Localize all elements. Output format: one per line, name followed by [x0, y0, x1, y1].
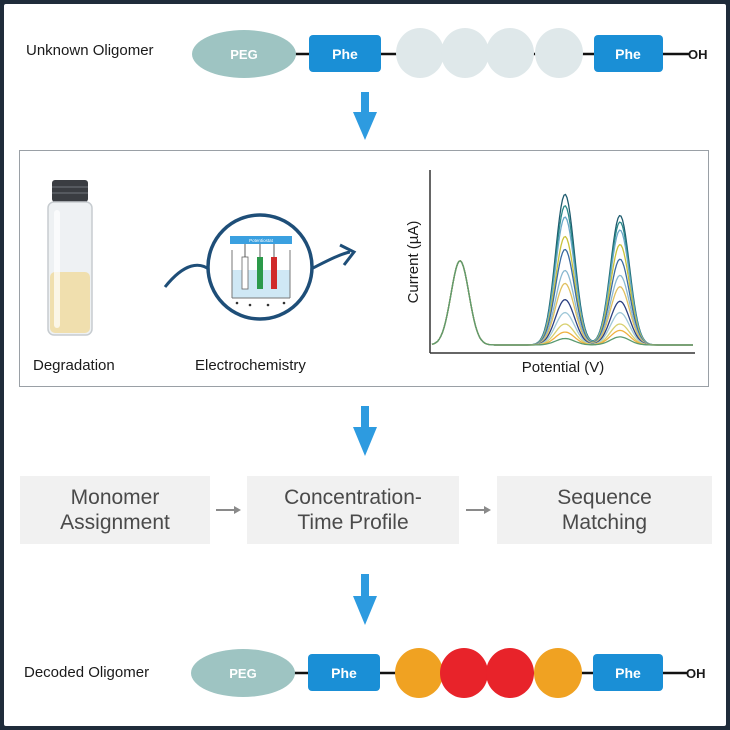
unknown-oligomer-label: Unknown Oligomer [26, 42, 154, 59]
decoded-oligomer-label: Decoded Oligomer [24, 664, 150, 681]
step-monomer-assignment: Monomer Assignment [20, 476, 210, 544]
step-concentration-time-profile: Concentration- Time Profile [247, 476, 459, 544]
experiment-panel [19, 150, 709, 387]
electrochemistry-label: Electrochemistry [195, 357, 306, 374]
degradation-label: Degradation [33, 357, 115, 374]
step-sequence-matching: Sequence Matching [497, 476, 712, 544]
